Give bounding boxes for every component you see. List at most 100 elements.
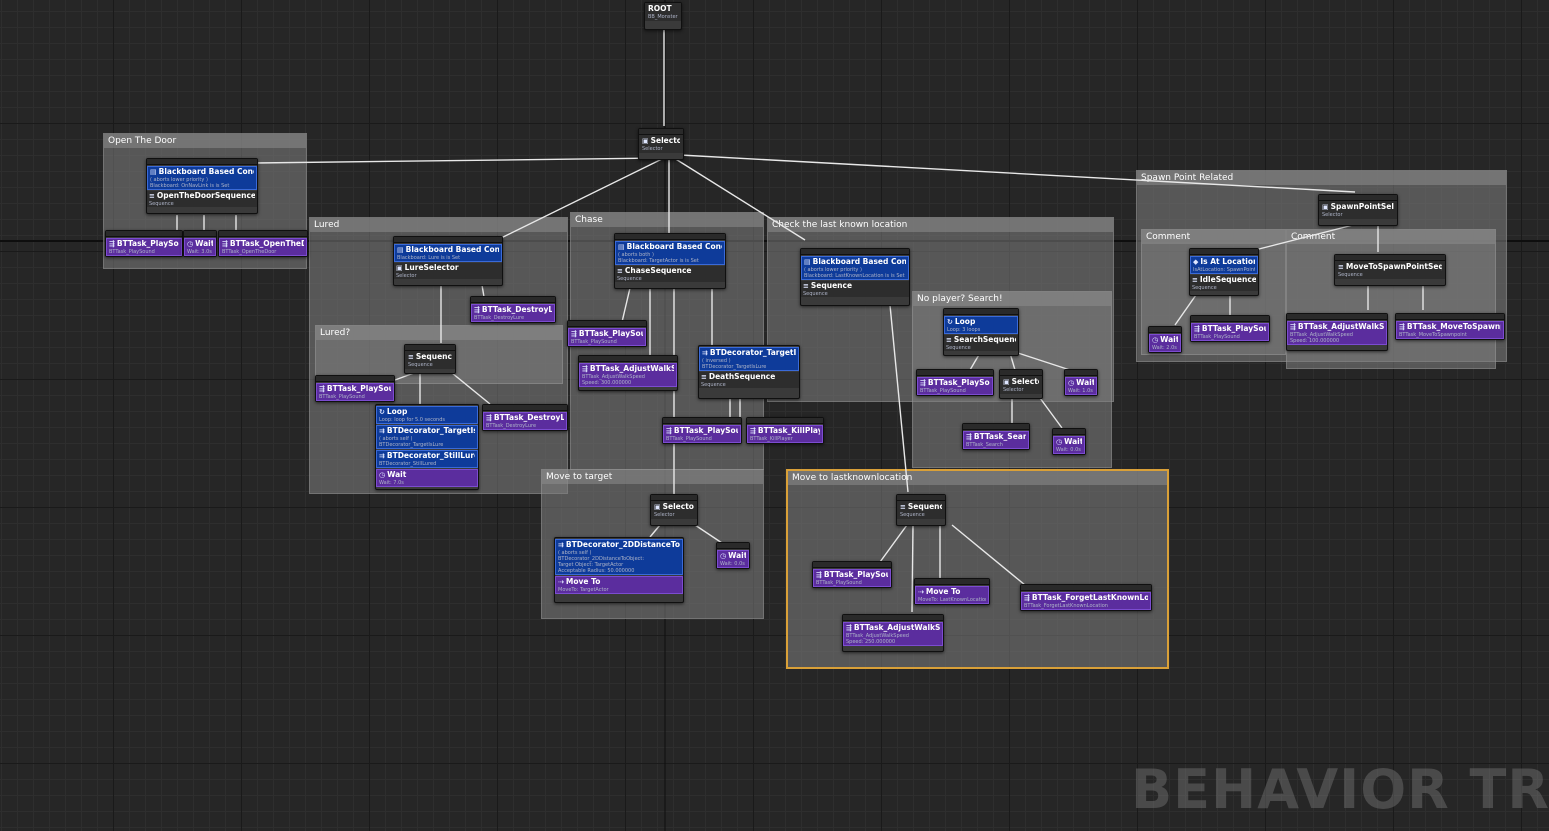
decorator-detail: Target Object: TargetActor xyxy=(558,562,624,568)
search-playsound-task[interactable]: ⇶BTTask_PlaySoundBTTask_PlaySound xyxy=(916,369,994,396)
node-title: BTTask_KillPlayer xyxy=(757,426,820,435)
move-target-moveto-task[interactable]: ⇉BTDecorator_2DDistanceToObject( aborts … xyxy=(554,537,684,603)
open-door-playsound-task[interactable]: ⇶BTTask_PlaySoundBTTask_PlaySound xyxy=(105,230,183,257)
selector-icon: ▣ xyxy=(1003,378,1010,386)
decorator-icon: ⇉ xyxy=(379,427,385,435)
wait-icon: ◷ xyxy=(720,552,727,560)
sequence-icon: ≡ xyxy=(1338,263,1344,271)
selector-icon: ▣ xyxy=(654,503,661,511)
node-sub: BTTask_PlaySound xyxy=(920,388,966,394)
node-sub: Sequence xyxy=(617,276,642,282)
node-sub: Sequence xyxy=(1338,272,1363,278)
search-task[interactable]: ⇶BTTask_SearchBTTask_Search xyxy=(962,423,1030,450)
spawn-adjustwalkspeed-task[interactable]: ⇶BTTask_AdjustWalkSpeedBTTask_AdjustWalk… xyxy=(1286,313,1388,351)
node-sub: BTTask_AdjustWalkSpeed xyxy=(846,633,909,639)
node-value: Speed: 100.000000 xyxy=(1290,338,1340,344)
spawn-point-selector-node[interactable]: ▣SpawnPointSelectorSelector xyxy=(1318,194,1398,226)
node-title: Blackboard Based Condition xyxy=(405,245,499,254)
node-sub: BTTask_AdjustWalkSpeed xyxy=(582,374,645,380)
task-icon: ⇶ xyxy=(920,379,926,387)
node-title: Blackboard Based Condition xyxy=(626,242,722,251)
chase-adjustwalkspeed-task[interactable]: ⇶BTTask_AdjustWalkSpeedBTTask_AdjustWalk… xyxy=(578,355,678,391)
node-sub: Wait: 0.0s xyxy=(720,561,745,567)
move-last-adjustwalkspeed-task[interactable]: ⇶BTTask_AdjustWalkSpeedBTTask_AdjustWalk… xyxy=(842,614,944,652)
chase-playsound-task-2[interactable]: ⇶BTTask_PlaySoundBTTask_PlaySound xyxy=(662,417,742,444)
node-title: IdleSequence xyxy=(1199,275,1256,284)
blackboard-icon: ▤ xyxy=(397,246,404,254)
decorator-detail: BTDecorator_2DDistanceToObject: xyxy=(558,556,645,562)
spawn-playsound-task[interactable]: ⇶BTTask_PlaySoundBTTask_PlaySound xyxy=(1190,315,1270,342)
decorator-detail: Blackboard: LastKnownLocation is is Set xyxy=(804,273,905,279)
decorator-detail: Blackboard: TargetActor is is Set xyxy=(618,258,699,264)
node-sub: Wait: 3.0s xyxy=(187,249,212,255)
check-last-sequence-node[interactable]: ▤Blackboard Based Condition( aborts lowe… xyxy=(800,248,910,306)
decorator-detail: ( aborts both ) xyxy=(618,252,654,258)
decorator-icon: ⇉ xyxy=(558,541,564,549)
node-sub: BTTask_AdjustWalkSpeed xyxy=(1290,332,1353,338)
loop-icon: ↻ xyxy=(379,408,385,416)
node-title: Selector xyxy=(662,502,694,511)
lure-selector-node[interactable]: ▤Blackboard Based ConditionBlackboard: L… xyxy=(393,236,503,286)
node-title: BTDecorator_2DDistanceToObject xyxy=(565,540,680,549)
node-title: BTTask_Search xyxy=(973,432,1026,441)
behavior-tree-watermark: BEHAVIOR TREE xyxy=(1131,758,1549,821)
lured-destroylure-task-2[interactable]: ⇶BTTask_DestroyLureBTTask_DestroyLure xyxy=(482,404,568,431)
node-title: LureSelector xyxy=(404,263,459,272)
node-title: MoveToSpawnPointSequence xyxy=(1345,262,1442,271)
selector-icon: ▣ xyxy=(396,264,403,272)
node-title: BTTask_DestroyLure xyxy=(481,305,552,314)
task-icon: ⇶ xyxy=(666,427,672,435)
open-door-opendoor-task[interactable]: ⇶BTTask_OpenTheDoorBTTask_OpenTheDoor xyxy=(218,230,308,257)
chase-playsound-task[interactable]: ⇶BTTask_PlaySoundBTTask_PlaySound xyxy=(567,320,647,347)
comment-title: Move to lastknownlocation xyxy=(788,471,1167,485)
decorator-detail: ( aborts lower priority ) xyxy=(804,267,862,273)
node-sub: BTTask_PlaySound xyxy=(571,339,617,345)
open-door-sequence-node[interactable]: ▤Blackboard Based Condition( aborts lowe… xyxy=(146,158,258,214)
lured-destroylure-task[interactable]: ⇶BTTask_DestroyLureBTTask_DestroyLure xyxy=(470,296,556,323)
node-sub: Selector xyxy=(1322,212,1343,218)
node-title: Sequence xyxy=(907,502,942,511)
node-sub: Sequence xyxy=(701,382,726,388)
node-title: Blackboard Based Condition xyxy=(812,257,906,266)
node-title: BTTask_PlaySound xyxy=(578,329,643,338)
decorator-detail: BTDecorator_TargetIsLure xyxy=(379,442,444,448)
node-sub: BTTask_PlaySound xyxy=(1194,334,1240,340)
lured-playsound-task[interactable]: ⇶BTTask_PlaySoundBTTask_PlaySound xyxy=(315,375,395,402)
chase-sequence-node[interactable]: ▤Blackboard Based Condition( aborts both… xyxy=(614,233,726,289)
move-last-forget-task[interactable]: ⇶BTTask_ForgetLastKnownLocationBTTask_Fo… xyxy=(1020,584,1152,611)
moveto-icon: ⇢ xyxy=(918,588,924,596)
node-sub: Wait: 7.0s xyxy=(379,480,404,486)
move-last-playsound-task[interactable]: ⇶BTTask_PlaySoundBTTask_PlaySound xyxy=(812,561,892,588)
move-to-spawnpoint-sequence-node[interactable]: ≡MoveToSpawnPointSequenceSequence xyxy=(1334,254,1446,286)
node-title: BTDecorator_TargetIsLure xyxy=(709,348,796,357)
death-sequence-node[interactable]: ⇉BTDecorator_TargetIsLure( inversed )BTD… xyxy=(698,345,800,399)
spawn-movetospawnpoint-task[interactable]: ⇶BTTask_MoveToSpawnpointBTTask_MoveToSpa… xyxy=(1395,313,1505,340)
node-title: BTTask_PlaySound xyxy=(823,570,888,579)
decorator-detail: Loop: 3 loops xyxy=(947,327,981,333)
node-title: SpawnPointSelector xyxy=(1330,202,1394,211)
chase-killplayer-task[interactable]: ⇶BTTask_KillPlayerBTTask_KillPlayer xyxy=(746,417,824,444)
node-title: BTTask_PlaySound xyxy=(927,378,990,387)
node-title: Wait xyxy=(1064,437,1082,446)
node-title: Wait xyxy=(387,470,407,479)
node-title: Loop xyxy=(954,317,976,326)
decorator-detail: Loop: loop for 5.0 seconds xyxy=(379,417,445,423)
node-sub: BTTask_OpenTheDoor xyxy=(222,249,277,255)
node-title: BTTask_PlaySound xyxy=(116,239,179,248)
